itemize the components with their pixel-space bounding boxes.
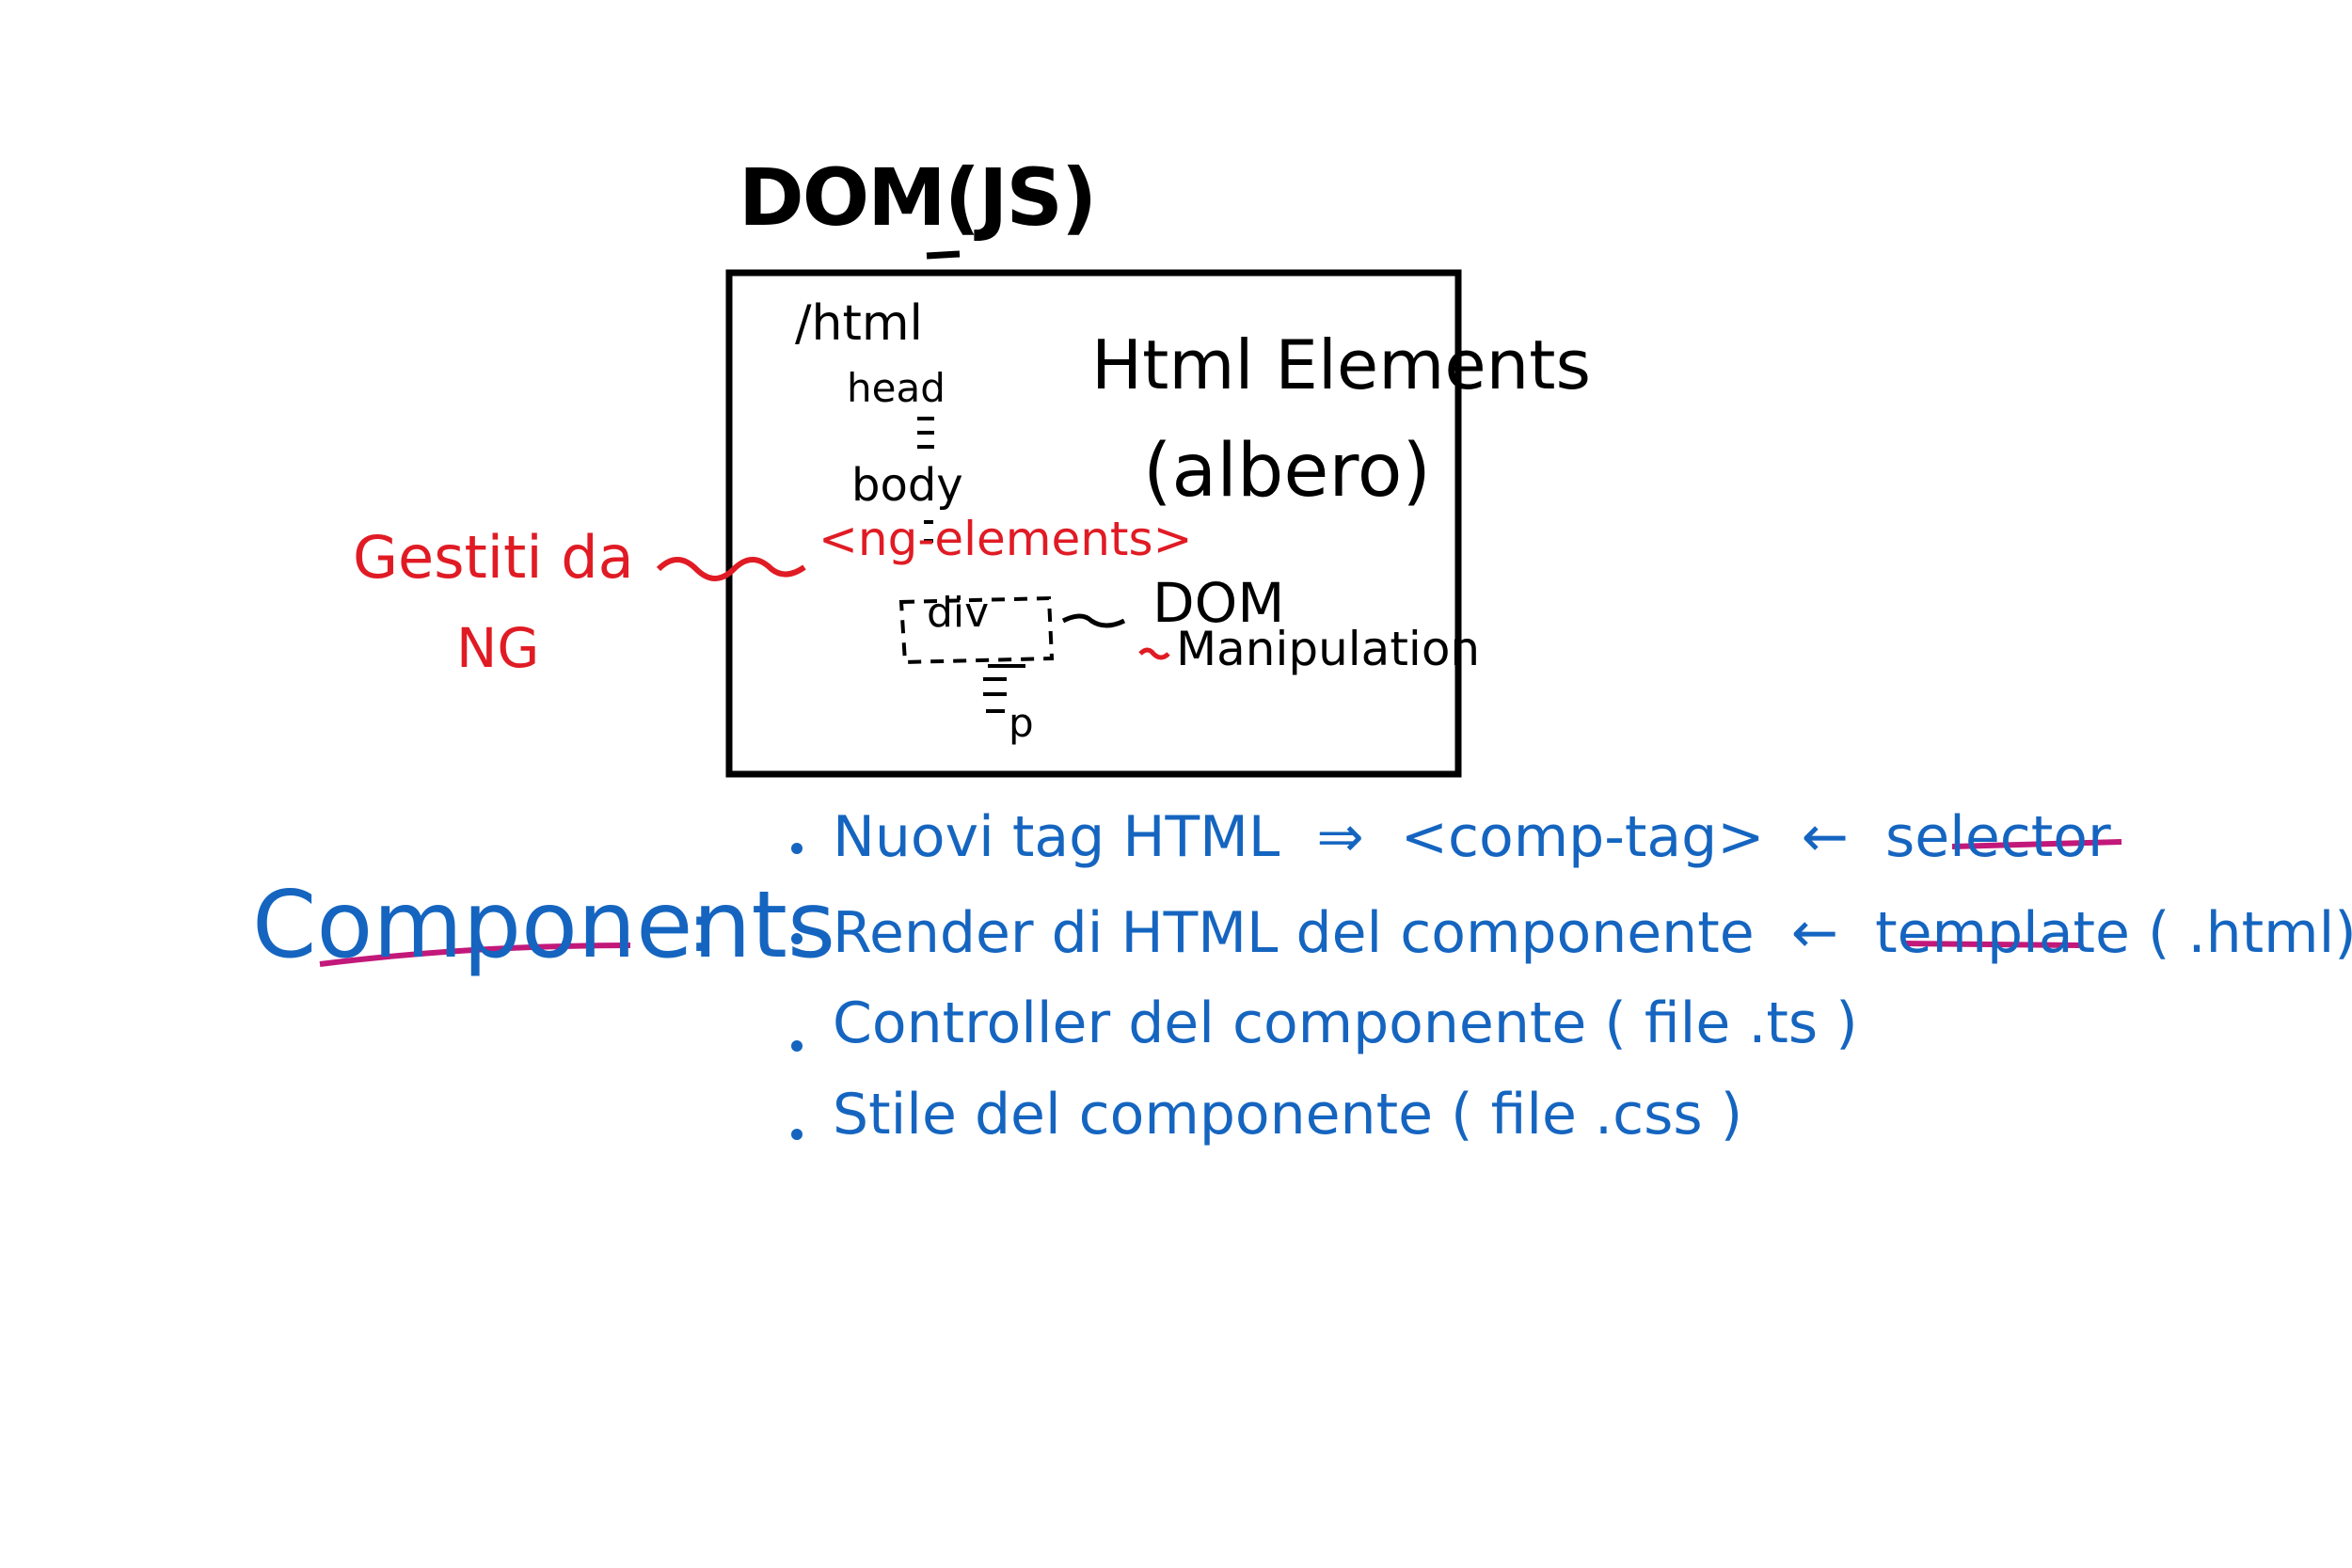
left-arrow-icon: ←: [1801, 804, 1849, 870]
div-dashed-box: [898, 595, 1055, 665]
bullet-item: Stile del componente ( file .css ): [833, 1086, 1742, 1143]
left-arrow-icon: ←: [1790, 900, 1838, 966]
bullet-middle: <comp-tag>: [1400, 804, 1765, 870]
dom-label: DOM: [1152, 571, 1285, 635]
tree-node-body: body: [851, 459, 963, 512]
body-sub-marks: [924, 520, 933, 543]
bullet-text: Controller del componente: [833, 990, 1587, 1056]
bullet-text: Render di HTML del componente: [833, 900, 1755, 966]
ng-label: NG: [456, 616, 540, 680]
bullet-text: Stile del componente: [833, 1082, 1434, 1148]
gestiti-label: Gestiti da: [353, 523, 634, 592]
bullet-keyword: template: [1875, 900, 2130, 966]
arrow-icon: ⇒: [1316, 804, 1364, 870]
manipulation-label: Manipulation: [1176, 622, 1481, 676]
bullet-suffix: ( file .css ): [1451, 1082, 1743, 1148]
bullet-dot: [791, 1040, 803, 1052]
bullet-item: Controller del componente ( file .ts ): [833, 995, 1858, 1052]
dom-title-prefix: DOM: [739, 151, 946, 244]
ng-elements-label: <ng-elements>: [818, 512, 1193, 566]
bullet-keyword: selector: [1884, 804, 2111, 870]
div-to-dom-arrow: [1061, 613, 1126, 628]
dom-box: [725, 269, 1462, 778]
bullet-item: Render di HTML del componente ← template…: [833, 905, 2352, 961]
components-colon: :: [689, 890, 711, 967]
bullet-dot: [791, 843, 803, 854]
tree-node-head: head: [847, 365, 946, 411]
dom-title-js: JS: [978, 151, 1063, 244]
bullet-dot: [791, 1129, 803, 1140]
bullet-text: Nuovi tag HTML: [833, 804, 1280, 870]
tree-node-html: /html: [795, 295, 923, 352]
tree-node-div: div: [927, 589, 990, 637]
bullet-suffix: ( .html): [2148, 900, 2352, 966]
components-heading: Components: [252, 872, 836, 979]
gestiti-wavy-arrow: [656, 557, 806, 581]
head-sub-marks: [917, 417, 934, 449]
div-sub-marks: [983, 664, 1025, 713]
bullet-dot: [791, 933, 803, 944]
manipulation-squiggle: [1138, 647, 1170, 660]
js-underline: [926, 250, 961, 260]
html-elements-label: Html Elements: [1091, 325, 1591, 404]
template-underline: [1904, 941, 2080, 948]
dom-title: DOM(JS): [739, 151, 1097, 244]
bullet-suffix: ( file .ts ): [1604, 990, 1858, 1056]
components-underline: [319, 942, 631, 967]
albero-label: (albero): [1143, 429, 1431, 514]
selector-underline: [1951, 839, 2122, 849]
bullet-item: Nuovi tag HTML ⇒ <comp-tag> ← selector: [833, 809, 2111, 865]
tree-node-p: p: [1009, 700, 1034, 746]
